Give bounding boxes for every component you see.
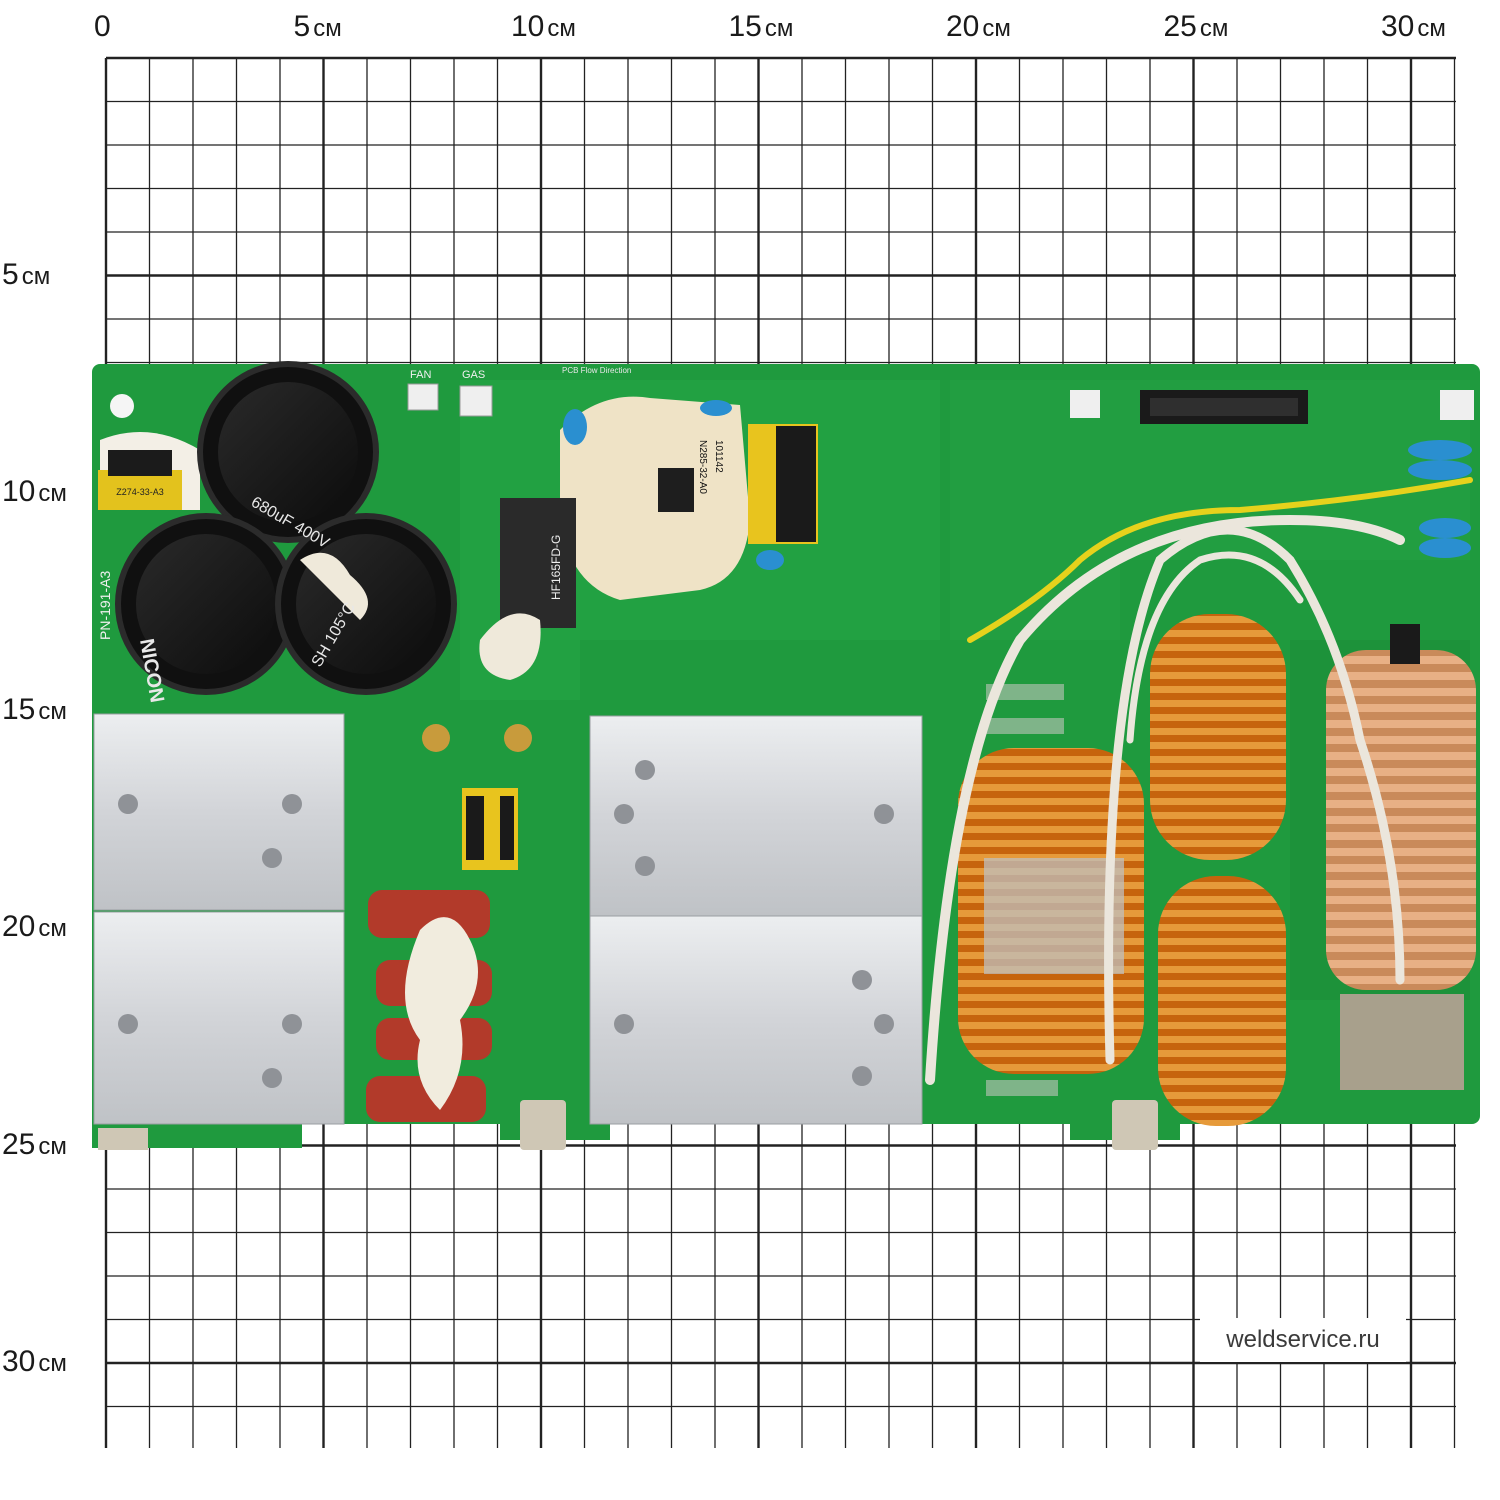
- relay: [500, 498, 576, 628]
- watermark-label: weldservice.ru: [1200, 1318, 1406, 1362]
- y-axis-label-unit: см: [38, 915, 67, 942]
- small-transformer: Z274-33-A3: [98, 432, 200, 510]
- x-axis-label-number: 15: [728, 10, 762, 43]
- capacitor-bank: 680uF 400V SH 105°C NICON: [115, 361, 457, 704]
- x-axis-label-unit: см: [764, 15, 794, 42]
- main-choke-coil: [958, 748, 1144, 1074]
- x-axis-label-number: 5: [293, 10, 311, 43]
- x-axis-label-number: 30: [1381, 10, 1415, 43]
- fan-label: FAN: [410, 369, 431, 381]
- power-resistors: [986, 684, 1064, 1096]
- mounting-hole: [110, 394, 134, 418]
- x-axis-label-number: 0: [94, 10, 111, 43]
- header-connector: [1070, 390, 1100, 418]
- y-axis-label-unit: см: [21, 262, 51, 290]
- x-axis-label: 0: [94, 12, 111, 42]
- output-connector: [1440, 390, 1474, 420]
- blue-capacitors: [563, 400, 1472, 570]
- y-axis-label-number: 15: [2, 692, 36, 726]
- small-transformer-code: Z274-33-A3: [116, 487, 164, 497]
- x-axis-label-number: 25: [1163, 10, 1197, 43]
- x-axis-label-unit: см: [982, 15, 1011, 42]
- brass-terminals: [98, 724, 1158, 1150]
- y-axis-label-unit: см: [38, 480, 67, 507]
- heatsinks: [93, 713, 923, 1125]
- y-axis-label-number: 30: [2, 1345, 36, 1378]
- y-axis-label-unit: см: [38, 697, 67, 725]
- x-axis-label-number: 10: [511, 10, 545, 43]
- fan-connector: FAN: [407, 369, 439, 411]
- y-axis-label-unit: см: [38, 1350, 67, 1377]
- x-axis-label-unit: см: [547, 15, 576, 42]
- x-axis-label-unit: см: [1417, 15, 1446, 42]
- gas-connector: GAS: [459, 369, 493, 417]
- x-axis-label-unit: см: [313, 15, 342, 42]
- driver-transformer: [462, 788, 518, 870]
- board-model-label: PN-191-A3: [97, 571, 113, 640]
- relay-label: HF165FD-G: [549, 535, 563, 600]
- potted-power-supply: HF165FD-G: [479, 396, 750, 680]
- wire-harness: [925, 477, 1473, 1085]
- film-capacitors: [366, 890, 492, 1122]
- x-axis-label-unit: см: [1199, 15, 1229, 42]
- upper-filter-coil: [1150, 614, 1286, 860]
- gas-label: GAS: [462, 369, 485, 381]
- y-axis-label-number: 25: [2, 1127, 36, 1161]
- lower-filter-coil: [1158, 876, 1286, 1126]
- main-transformer-code: 101142: [713, 440, 724, 473]
- main-transformer: N285-32-A0 101142: [697, 424, 818, 544]
- y-axis-label-number: 5: [2, 257, 19, 291]
- ribbon-connector: [1140, 390, 1308, 424]
- x-axis-label-number: 20: [946, 10, 980, 43]
- y-axis-label-number: 10: [2, 475, 36, 508]
- y-axis-label-number: 20: [2, 910, 36, 943]
- main-transformer-label: N285-32-A0: [697, 440, 708, 494]
- y-axis-label-unit: см: [38, 1132, 67, 1160]
- flow-direction-label: PCB Flow Direction: [562, 366, 631, 375]
